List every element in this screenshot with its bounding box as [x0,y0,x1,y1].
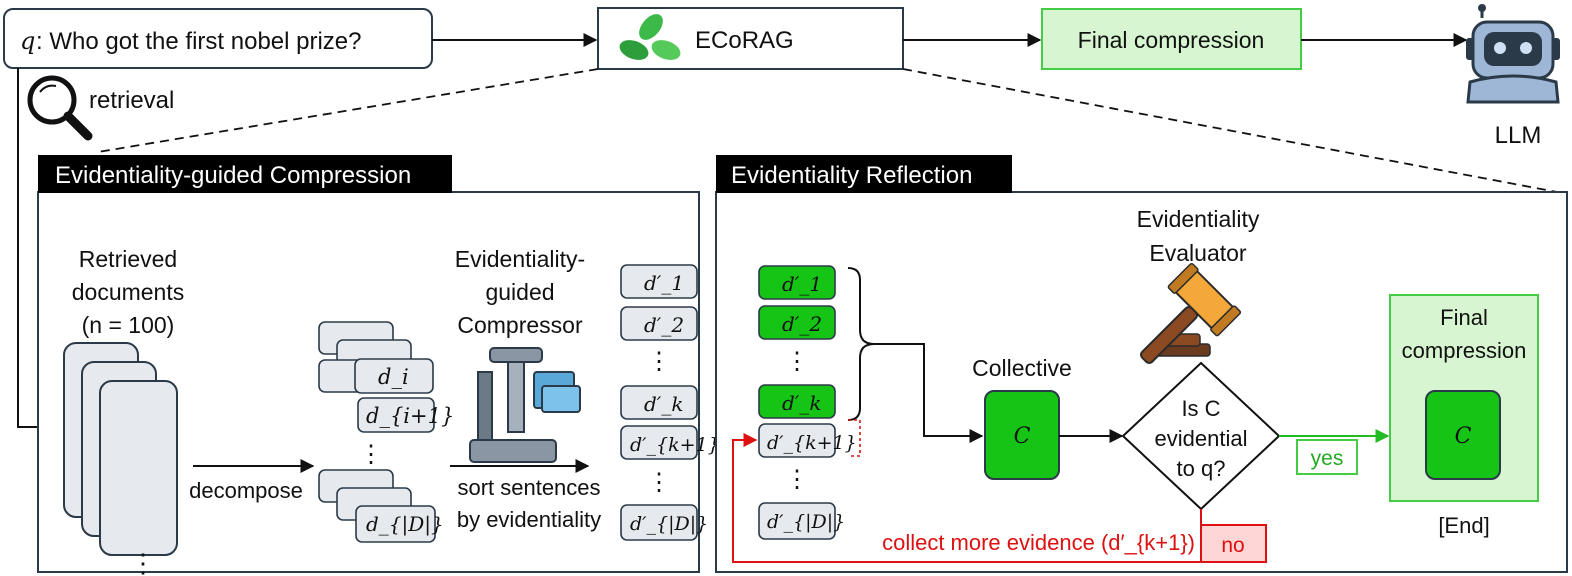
yes-box [1296,439,1358,475]
ranked-left-2: d′_2 [644,313,684,337]
compressor-label-3: Compressor [457,312,583,338]
right-panel: Evidentiality Reflection d′_1 d′_2 ⋮ d′_… [715,155,1568,573]
retrieved-label-2: documents [72,279,185,305]
document-stack [63,342,178,556]
ranked-right-1: d′_1 [782,272,822,296]
recycle-leaf-icon [619,14,681,60]
ranked-left-1: d′_1 [644,271,684,295]
no-box [1200,524,1267,563]
ranked-right-ellipsis-2: ⋮ [785,466,809,493]
ranked-right-ellipsis-1: ⋮ [785,348,809,375]
left-panel: Evidentiality-guided Compression Retriev… [37,155,720,576]
retrieved-label-3: (n = 100) [82,312,175,338]
final-compression-top-label: Final compression [1078,27,1265,53]
ranked-left-D: d′_{|D|} [630,513,708,535]
sort-label-2: by evidentiality [457,507,601,532]
arrow-brace-to-collective [874,343,984,443]
retrieval-label: retrieval [89,87,174,114]
zoom-line-right [902,68,1558,193]
decompose-label: decompose [189,478,303,503]
doc-ellipsis: ⋮ [130,548,156,576]
ecorag-box: ECoRAG [597,7,904,70]
diamond-line-3: to q? [1177,456,1226,481]
query-variable: q [20,27,35,55]
ranked-left-ellipsis-2: ⋮ [647,469,671,496]
magnifier-icon [27,75,93,141]
ranked-right-k1: d′_{k+1} [767,432,857,454]
ecorag-label: ECoRAG [695,27,794,54]
retrieved-label-1: Retrieved [79,246,177,272]
pending-brace [848,419,861,457]
final-compression-top: Final compression [1041,8,1302,70]
ranked-list-left [620,264,698,541]
final-box-label-1: Final [1440,305,1488,330]
robot-icon [1466,4,1560,104]
no-label: no [1221,534,1244,557]
collect-more-label: collect more evidence (d′_{k+1}) [882,530,1195,555]
clamp-compressor-icon [469,347,581,463]
zoom-line-left [97,68,599,153]
sentence-stack-top [318,321,435,433]
left-panel-title: Evidentiality-guided Compression [55,162,411,189]
final-box-label-2: compression [1402,338,1527,363]
llm-label: LLM [1495,122,1542,149]
ranked-list-right [758,265,836,540]
ranked-left-k1: d′_{k+1} [630,434,720,456]
ranked-left-k: d′_k [644,392,683,416]
ranked-left-ellipsis-1: ⋮ [647,348,671,375]
final-c: C [1455,424,1472,449]
query-box: q : Who got the first nobel prize? [3,8,433,69]
compressor-label-2: guided [485,279,554,305]
right-panel-title: Evidentiality Reflection [731,162,972,189]
gavel-icon [1139,262,1242,365]
sentence-label-dD: d_{|D|} [366,512,444,537]
evaluator-label-1: Evidentiality [1137,206,1260,232]
sentence-label-di: d_i [378,365,409,389]
sort-label-1: sort sentences [457,475,600,500]
yes-label: yes [1311,447,1344,470]
ranked-right-k: d′_k [782,391,821,415]
compressor-label-1: Evidentiality- [455,246,585,272]
diamond-line-1: Is C [1181,396,1220,421]
ranked-right-2: d′_2 [782,312,822,336]
evaluator-label-2: Evaluator [1149,240,1247,266]
diamond-line-2: evidential [1155,426,1248,451]
query-text: : Who got the first nobel prize? [36,28,362,55]
end-label: [End] [1438,513,1489,538]
collective-c: C [1014,424,1031,449]
collective-label: Collective [972,355,1072,381]
sentence-label-di1: d_{i+1} [366,404,454,428]
ranked-right-D: d′_{|D|} [767,511,845,533]
sentence-stack-bottom [318,469,436,543]
sentence-ellipsis: ⋮ [359,441,383,468]
final-c-box [1425,390,1501,480]
